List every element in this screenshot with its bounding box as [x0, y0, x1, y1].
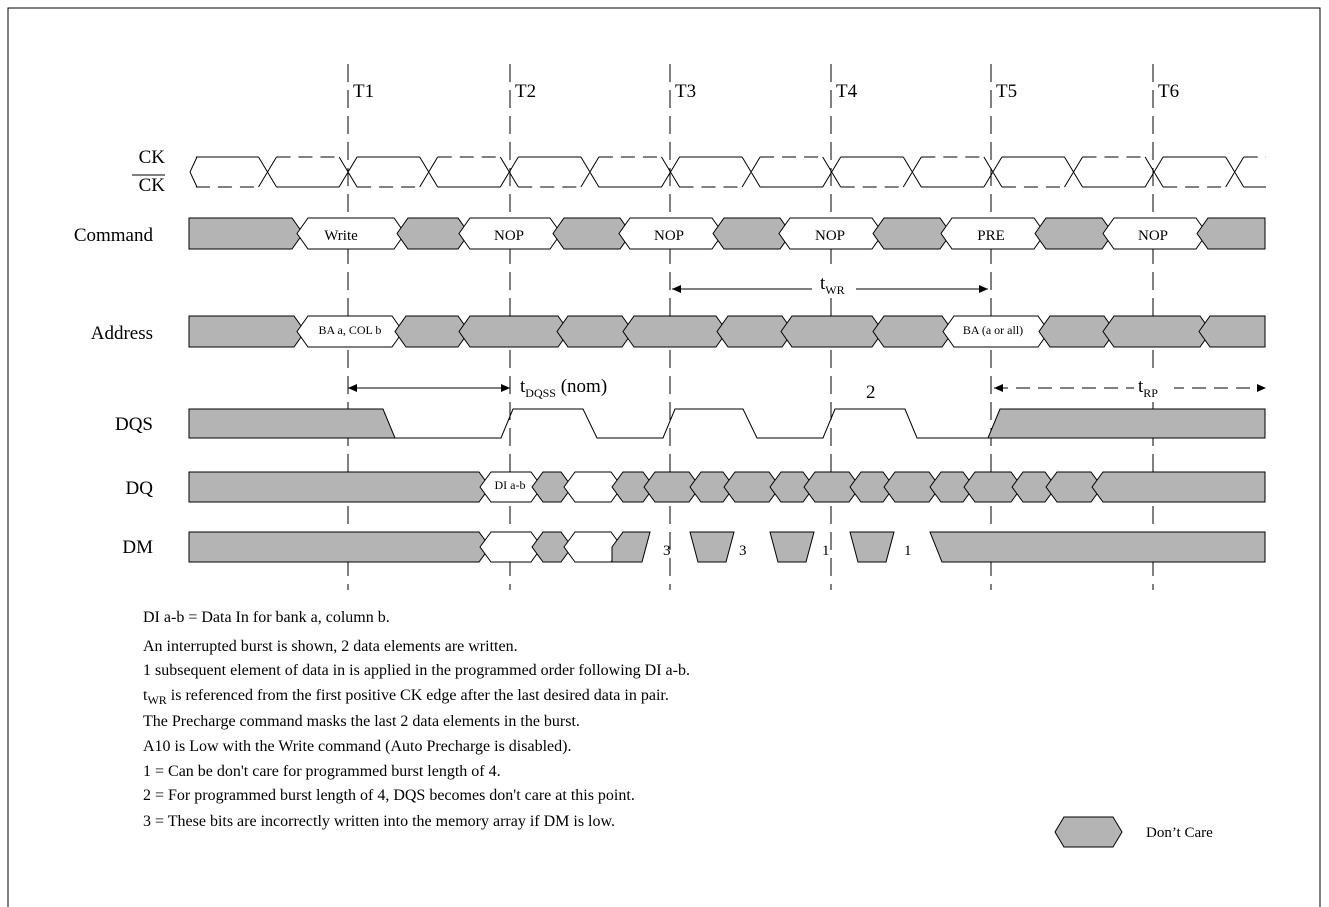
- command-segment-3: [396, 217, 470, 250]
- clock-label-t1: T1: [353, 81, 374, 102]
- dm-marks: 3 3 1 1: [663, 543, 912, 559]
- note-8: 2 = For programmed burst length of 4, DQ…: [143, 787, 635, 804]
- command-row: [188, 217, 1266, 250]
- command-pre: PRE: [977, 228, 1005, 244]
- dq-segment-1: [188, 471, 491, 503]
- command-nop-4: NOP: [1138, 228, 1168, 244]
- address-labels: BA a, COL b BA (a or all): [319, 323, 1024, 337]
- dm-mark-4: 1: [904, 543, 912, 559]
- twr-label: tWR: [820, 273, 845, 297]
- tdqss-label: tDQSS (nom): [520, 376, 607, 400]
- legend-dont-care-label: Don’t Care: [1146, 825, 1213, 841]
- note-4: tWR is referenced from the first positiv…: [143, 687, 669, 707]
- signal-ck-bar-label: CK: [139, 175, 166, 196]
- notes: DI a-b = Data In for bank a, column b. A…: [143, 609, 690, 830]
- note-2: An interrupted burst is shown, 2 data el…: [143, 638, 518, 655]
- note-9: 3 = These bits are incorrectly written i…: [143, 813, 615, 830]
- address-bank: BA (a or all): [963, 323, 1023, 337]
- dm-segment-1: [188, 531, 491, 563]
- signal-ck-label: CK: [139, 147, 166, 168]
- dm-mark-1: 3: [663, 543, 671, 559]
- command-nop-2: NOP: [654, 228, 684, 244]
- address-segment-1: [188, 315, 306, 348]
- signal-dq-label: DQ: [126, 478, 154, 499]
- address-segment-3: [394, 315, 470, 348]
- twr-arrow: tWR: [672, 270, 988, 297]
- dm-trap-1: [689, 531, 735, 563]
- ck-bar-dashed-trace: [195, 156, 1266, 188]
- trp-label: tRP: [1138, 376, 1158, 400]
- address-segment-4: [458, 315, 570, 348]
- dqs-mark-2: 2: [866, 382, 876, 403]
- address-segment-13: [1198, 315, 1266, 348]
- trp-arrow: tRP: [994, 374, 1266, 400]
- dm-segment-end: [929, 531, 1266, 563]
- address-segment-8: [780, 315, 884, 348]
- command-segment-9: [872, 217, 952, 250]
- tdqss-arrow: tDQSS (nom): [348, 376, 607, 400]
- dq-data-label: DI a-b: [495, 478, 526, 492]
- dq-row: [188, 471, 1266, 503]
- address-segment-9: [872, 315, 954, 348]
- ck-waveform: [189, 156, 1266, 188]
- legend-dont-care-swatch: [1054, 816, 1123, 848]
- clock-label-t3: T3: [675, 81, 696, 102]
- dqs-dont-care-end: [987, 408, 1266, 439]
- command-segment-11: [1034, 217, 1114, 250]
- command-labels: Write NOP NOP NOP PRE NOP: [324, 228, 1168, 244]
- dm-trap-3: [849, 531, 895, 563]
- signal-dm-label: DM: [122, 537, 153, 558]
- command-write: Write: [324, 228, 358, 244]
- clock-label-t5: T5: [996, 81, 1017, 102]
- command-nop-1: NOP: [494, 228, 524, 244]
- signal-dqs-label: DQS: [115, 414, 153, 435]
- note-1: DI a-b = Data In for bank a, column b.: [143, 609, 390, 626]
- clock-label-t6: T6: [1158, 81, 1179, 102]
- note-3: 1 subsequent element of data in is appli…: [143, 662, 690, 679]
- dm-mark-2: 3: [739, 543, 747, 559]
- address-segment-5: [556, 315, 634, 348]
- signal-address-label: Address: [91, 323, 153, 344]
- address-segment-12: [1102, 315, 1212, 348]
- command-segment-1: [188, 217, 304, 250]
- dqs-waveform: [395, 408, 988, 439]
- dm-trap-2: [769, 531, 815, 563]
- signal-names: CK CK Command Address DQS DQ DM: [74, 147, 165, 558]
- dm-segment-5: [611, 531, 651, 563]
- dqs-row: [188, 408, 1266, 439]
- note-7: 1 = Can be don't care for programmed bur…: [143, 763, 501, 780]
- note-5: The Precharge command masks the last 2 d…: [143, 713, 580, 730]
- clock-label-t2: T2: [515, 81, 536, 102]
- signal-command-label: Command: [74, 225, 154, 246]
- clock-label-t4: T4: [836, 81, 858, 102]
- note-6: A10 is Low with the Write command (Auto …: [143, 738, 571, 755]
- address-segment-6: [622, 315, 728, 348]
- command-nop-3: NOP: [815, 228, 845, 244]
- address-col: BA a, COL b: [319, 323, 382, 337]
- clock-labels: T1 T2 T3 T4 T5 T6: [353, 81, 1179, 102]
- dm-row: [188, 531, 1266, 563]
- dqs-dont-care-start: [188, 408, 396, 439]
- command-segment-13: [1196, 217, 1266, 250]
- ck-solid-trace: [189, 156, 1266, 188]
- diagram-border: [7, 7, 1321, 907]
- legend: Don’t Care: [1054, 816, 1213, 848]
- address-row: [188, 315, 1266, 348]
- dq-segment-17: [1091, 471, 1266, 503]
- dm-mark-3: 1: [822, 543, 830, 559]
